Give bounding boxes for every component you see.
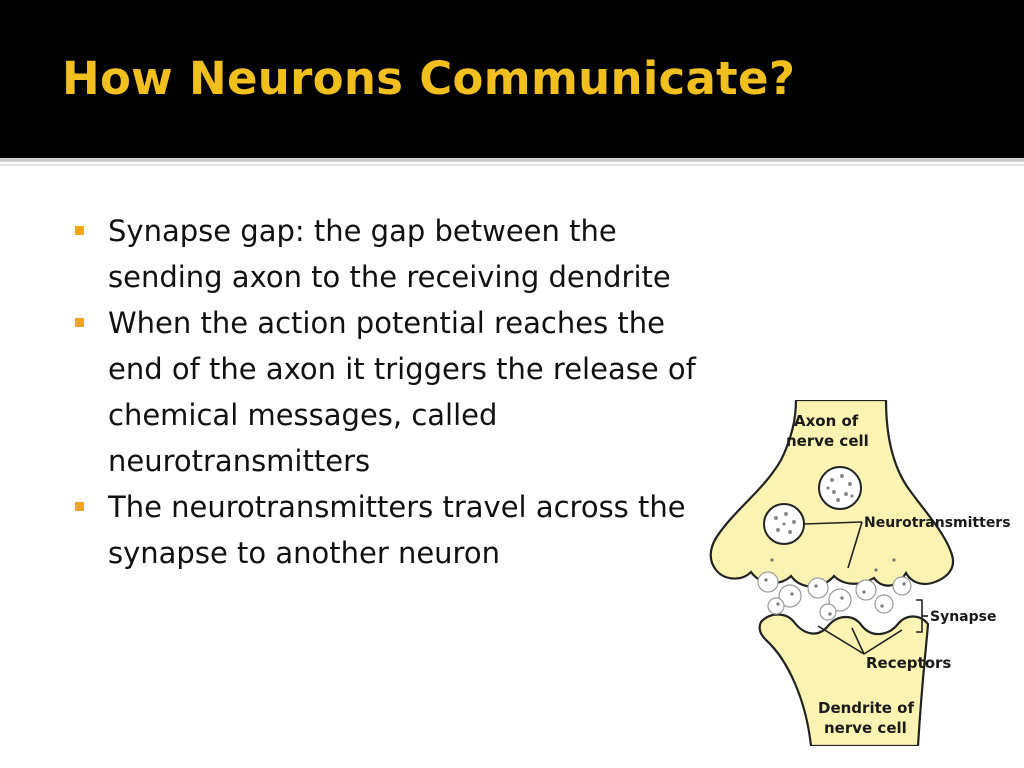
slide-title: How Neurons Communicate? bbox=[62, 52, 796, 105]
pointer-lines bbox=[803, 521, 928, 655]
synapse-diagram: Axon of nerve cell Neurotransmitters Syn… bbox=[706, 400, 1024, 746]
bullet-item: The neurotransmitters travel across the … bbox=[72, 484, 722, 576]
divider-line-thin bbox=[0, 164, 1024, 166]
label-receptors: Receptors bbox=[866, 654, 951, 672]
cleft-dots bbox=[764, 558, 906, 616]
divider-line bbox=[0, 158, 1024, 162]
bullet-item: When the action potential reaches the en… bbox=[72, 300, 722, 484]
dendrite-shape bbox=[758, 613, 930, 746]
bullet-item: Synapse gap: the gap between the sending… bbox=[72, 208, 722, 300]
bullet-square-icon bbox=[75, 226, 84, 235]
label-axon-line1: Axon of bbox=[794, 412, 859, 430]
synapse-diagram-svg: Axon of nerve cell Neurotransmitters Syn… bbox=[709, 400, 1011, 746]
vesicle bbox=[818, 466, 862, 510]
label-synapse: Synapse bbox=[930, 609, 996, 625]
label-neurotransmitters: Neurotransmitters bbox=[864, 515, 1011, 531]
bullet-text: When the action potential reaches the en… bbox=[108, 306, 696, 478]
label-dendrite-line2: nerve cell bbox=[824, 719, 907, 737]
neurotransmitter-dots bbox=[774, 474, 854, 534]
bullet-square-icon bbox=[75, 502, 84, 511]
label-axon-line2: nerve cell bbox=[786, 432, 869, 450]
released-neurotransmitters bbox=[757, 571, 912, 621]
bullet-text: Synapse gap: the gap between the sending… bbox=[108, 214, 671, 294]
bullet-text: The neurotransmitters travel across the … bbox=[108, 490, 686, 570]
label-dendrite-line1: Dendrite of bbox=[818, 699, 914, 717]
title-band: How Neurons Communicate? bbox=[0, 0, 1024, 158]
bullet-square-icon bbox=[75, 318, 84, 327]
bullet-list: Synapse gap: the gap between the sending… bbox=[72, 208, 722, 576]
